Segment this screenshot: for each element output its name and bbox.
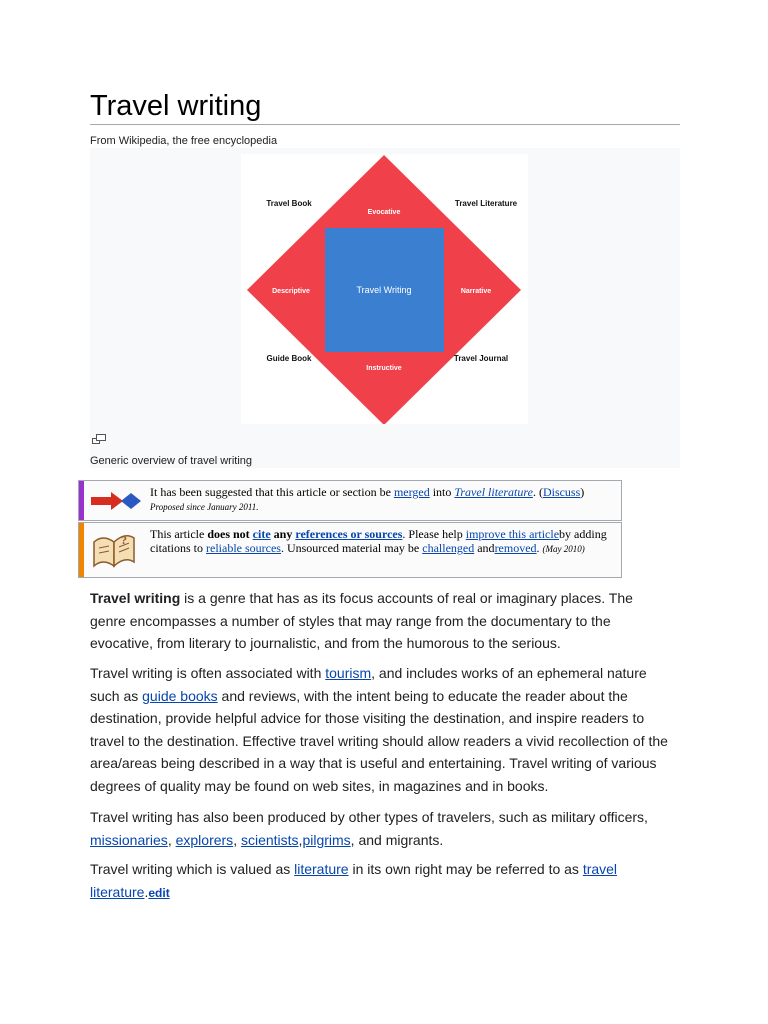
paragraph-literature: Travel writing which is valued as litera…: [90, 858, 670, 904]
diagram-square: [325, 228, 444, 352]
diagram-left-label: Descriptive: [272, 288, 310, 295]
figure-caption: Generic overview of travel writing: [90, 455, 253, 467]
paragraph-text: .: [144, 883, 149, 900]
notice-text: This article: [150, 527, 208, 541]
merge-notice-text: It has been suggested that this article …: [150, 485, 613, 514]
notice-stripe: [79, 481, 84, 520]
travel-literature-link[interactable]: Travel literature: [454, 485, 533, 499]
tourism-link[interactable]: tourism: [325, 665, 372, 681]
diagram-corner-tr: Travel Literature: [455, 199, 518, 208]
notice-text: by adding citations to: [150, 527, 607, 555]
edit-section-link[interactable]: edit: [148, 885, 170, 900]
paragraph-text: Travel writing is often associated with: [90, 665, 326, 681]
paragraph-travelers: Travel writing has also been produced by…: [90, 806, 670, 851]
references-link[interactable]: references or sources: [295, 527, 403, 541]
notice-text: ): [580, 485, 585, 499]
notice-date: Proposed since January 2011.: [150, 502, 259, 512]
notice-bold: does not: [207, 527, 250, 541]
notice-text: and: [474, 541, 495, 555]
title-divider: [90, 124, 680, 125]
term-bold: Travel writing: [90, 590, 181, 606]
notice-text: . Unsourced material may be: [280, 541, 423, 555]
removed-link[interactable]: removed: [494, 541, 537, 555]
paragraph-text: is a genre that has as its focus account…: [90, 590, 633, 651]
svg-text:?: ?: [121, 533, 127, 547]
merge-arrows-icon: [91, 491, 141, 515]
travel-literature-link[interactable]: travel literature: [90, 861, 618, 900]
challenged-link[interactable]: challenged: [422, 541, 475, 555]
notice-text: . (: [532, 485, 543, 499]
reliable-sources-link[interactable]: reliable sources: [206, 541, 281, 555]
paragraph-text: in its own right may be referred to as: [348, 861, 583, 877]
page-title: Travel writing: [90, 90, 262, 122]
site-tagline: From Wikipedia, the free encyclopedia: [90, 135, 278, 147]
diagram-bottom-label: Instructive: [366, 365, 402, 372]
cite-link[interactable]: cite: [252, 527, 271, 541]
diagram-corner-tl: Travel Book: [266, 199, 312, 208]
figure-thumbnail: Travel Writing Evocative Descriptive Nar…: [90, 148, 680, 468]
diagram-top-label: Evocative: [368, 209, 401, 216]
paragraph-tourism: Travel writing is often associated with …: [90, 662, 670, 797]
guide-books-link[interactable]: guide books: [142, 687, 218, 704]
separator: ,: [298, 831, 303, 848]
notice-bold: any: [270, 527, 296, 541]
literature-link[interactable]: literature: [294, 861, 349, 877]
separator: ,: [233, 831, 241, 848]
paragraph-text: , and migrants.: [350, 831, 444, 848]
diagram-right-label: Narrative: [461, 288, 491, 295]
paragraph-text: Travel writing has also been produced by…: [90, 809, 648, 825]
travel-writing-diagram: Travel Writing Evocative Descriptive Nar…: [247, 155, 521, 424]
notice-stripe: [79, 523, 84, 577]
unreferenced-notice-text: This article does not cite any reference…: [150, 527, 613, 556]
missionaries-link[interactable]: missionaries: [90, 831, 168, 848]
paragraph-text: Travel writing which is valued as: [90, 861, 295, 877]
diagram-corner-bl: Guide Book: [267, 354, 312, 363]
open-book-icon: ?: [91, 530, 137, 574]
merge-notice: It has been suggested that this article …: [78, 480, 622, 521]
diagram-corner-br: Travel Journal: [454, 354, 508, 363]
paragraph-intro: Travel writing is a genre that has as it…: [90, 587, 670, 655]
diagram-image[interactable]: Travel Writing Evocative Descriptive Nar…: [241, 154, 528, 424]
paragraph-text: and reviews, with the intent being to ed…: [90, 687, 668, 794]
notice-text: . Please help: [402, 527, 466, 541]
paragraph-text: , and includes works of an ephemeral nat…: [90, 665, 647, 704]
unreferenced-notice: ? This article does not cite any referen…: [78, 522, 622, 578]
scientists-link[interactable]: scientists: [240, 831, 299, 848]
notice-text: .: [536, 541, 543, 555]
separator: ,: [167, 831, 176, 848]
pilgrims-link[interactable]: pilgrims: [302, 831, 351, 848]
discuss-link[interactable]: Discuss: [542, 485, 581, 499]
notice-date: (May 2010): [542, 544, 585, 554]
diagram-center-label: Travel Writing: [356, 285, 411, 295]
merged-link[interactable]: merged: [393, 485, 430, 499]
explorers-link[interactable]: explorers: [175, 831, 234, 848]
notice-text: into: [429, 485, 455, 499]
improve-article-link[interactable]: improve this article: [465, 527, 560, 541]
notice-text: It has been suggested that this article …: [150, 485, 394, 499]
